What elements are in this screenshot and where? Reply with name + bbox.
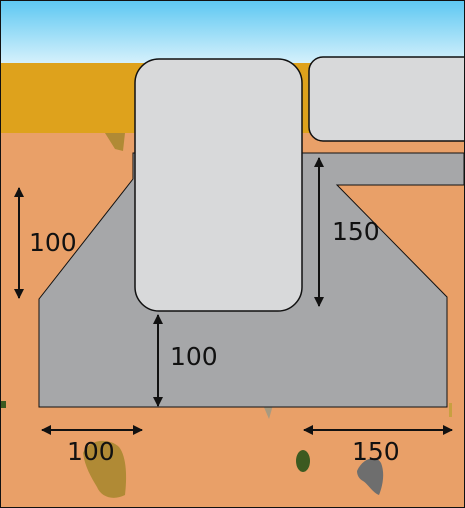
stone-decoration (105, 133, 125, 151)
dimension-label-center: 100 (170, 342, 218, 371)
stone-decoration (449, 403, 452, 417)
stone-decoration (263, 405, 273, 419)
stone-decoration (83, 440, 127, 498)
stone-decoration (357, 458, 384, 495)
dimension-label-bottom-right: 150 (352, 437, 400, 466)
dimension-label-left: 100 (29, 228, 77, 257)
paving-block (308, 56, 464, 142)
kerb-stone (134, 58, 303, 312)
sky (1, 1, 464, 65)
grass-decoration (296, 450, 310, 472)
dimension-label-bottom-left: 100 (67, 437, 115, 466)
grass-decoration (1, 401, 6, 408)
dimension-label-right: 150 (332, 217, 380, 246)
